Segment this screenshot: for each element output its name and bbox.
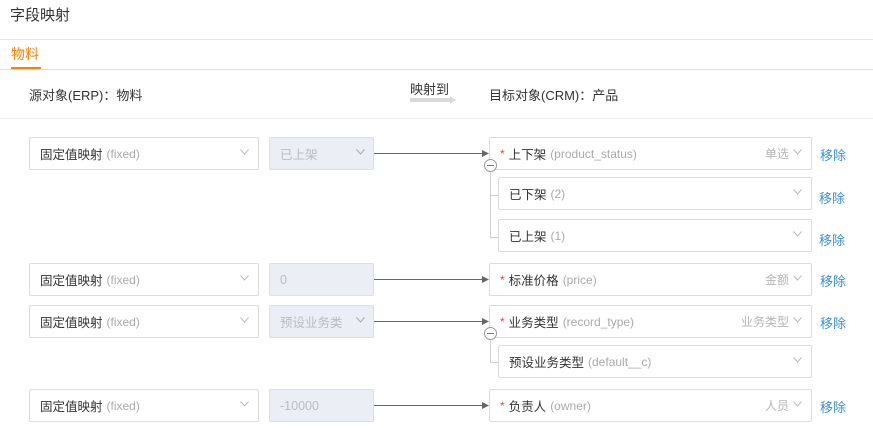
source-field-select[interactable]: 固定值映射(fixed) [29,389,259,422]
required-icon: * [500,314,505,329]
fixed-value-input[interactable]: 0 [269,263,374,296]
chevron-down-icon [356,317,365,323]
chevron-down-icon [793,275,802,281]
chevron-down-icon [240,401,249,407]
collapse-icon[interactable] [484,159,497,172]
source-field-select[interactable]: 固定值映射(fixed) [29,263,259,296]
remove-button[interactable]: 移除 [819,233,846,248]
tab-divider [0,69,873,70]
chevron-down-icon [240,275,249,281]
source-field-select[interactable]: 固定值映射(fixed) [29,137,259,170]
chevron-down-icon [793,357,802,363]
tab-active-indicator [11,67,41,69]
chevron-down-icon [793,317,802,323]
chevron-down-icon [356,149,365,155]
tree-line [490,237,498,238]
fixed-value-select[interactable]: 已上架 [269,137,374,170]
field-type: 金额 [764,273,789,287]
mapping-arrow-icon [374,276,489,283]
option-value-select[interactable]: 已上架(1) [498,219,812,252]
tree-line [490,340,491,362]
field-type: 人员 [764,399,789,413]
fixed-value-input[interactable]: -10000 [269,389,374,422]
option-value-select[interactable]: 已下架(2) [498,177,812,210]
map-to-arrow-icon [410,96,456,104]
fixed-value-select[interactable]: 预设业务类 [269,305,374,338]
title-divider [0,39,873,40]
target-object-label: 目标对象(CRM)：产品 [489,88,619,103]
chevron-down-icon [793,149,802,155]
remove-button[interactable]: 移除 [820,274,847,289]
remove-button[interactable]: 移除 [819,191,846,206]
remove-button[interactable]: 移除 [820,316,847,331]
page-title: 字段映射 [10,7,71,24]
chevron-down-icon [793,401,802,407]
remove-button[interactable]: 移除 [820,148,847,163]
chevron-down-icon [240,317,249,323]
target-field-select[interactable]: *业务类型(record_type) 业务类型 [489,305,812,338]
tree-line [490,172,491,238]
target-field-select[interactable]: *上下架(product_status) 单选 [489,137,812,170]
chevron-down-icon [240,149,249,155]
mapping-arrow-icon [374,318,489,325]
target-field-select[interactable]: *负责人(owner) 人员 [489,389,812,422]
field-type: 单选 [764,147,789,161]
option-value-select[interactable]: 预设业务类型(default__c) [498,345,812,378]
required-icon: * [500,272,505,287]
mapping-arrow-icon [374,150,489,157]
required-icon: * [500,398,505,413]
required-icon: * [500,146,505,161]
tree-line [490,195,498,196]
chevron-down-icon [793,189,802,195]
remove-button[interactable]: 移除 [820,400,847,415]
source-object-label: 源对象(ERP)：物料 [29,88,143,103]
target-field-select[interactable]: *标准价格(price) 金额 [489,263,812,296]
tab-material[interactable]: 物料 [11,46,39,62]
mapping-arrow-icon [374,402,489,409]
chevron-down-icon [793,231,802,237]
map-to-label: 映射到 [410,82,450,97]
tree-line [490,362,498,363]
source-field-select[interactable]: 固定值映射(fixed) [29,305,259,338]
header-divider [0,118,873,119]
collapse-icon[interactable] [484,327,497,340]
field-type: 业务类型 [740,315,789,329]
